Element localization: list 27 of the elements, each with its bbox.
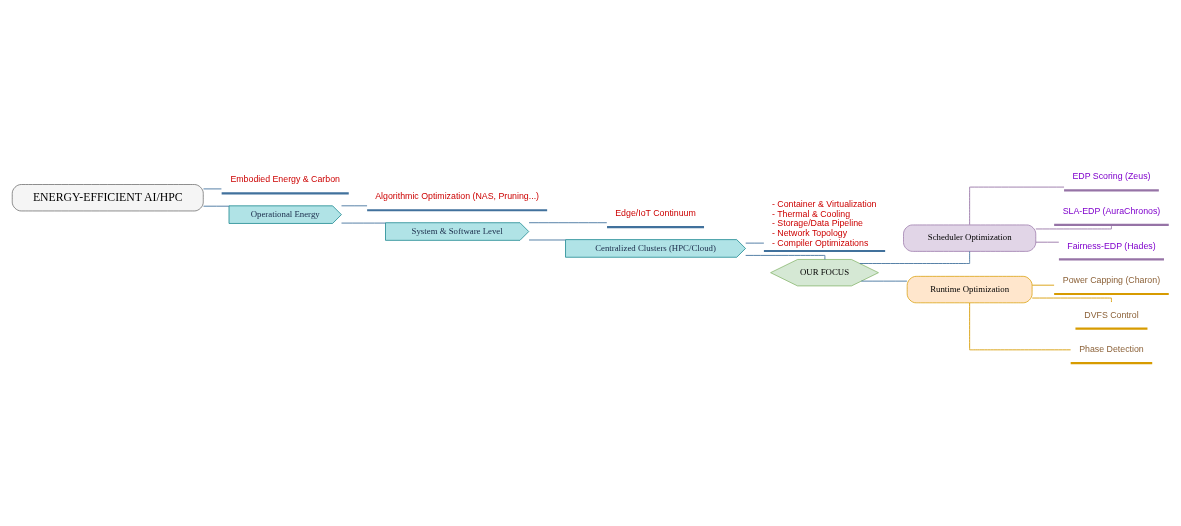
node-text: Power Capping (Charon) <box>1062 274 1161 285</box>
node-text: EDP Scoring (Zeus) <box>1072 170 1151 181</box>
node-text: Embodied Energy & Carbon <box>230 173 340 184</box>
node-text: SLA-EDP (AuraChronos) <box>1062 205 1161 216</box>
node-box: Scheduler Optimization <box>903 224 1037 252</box>
node-text: DVFS Control <box>1084 309 1139 320</box>
connector <box>203 205 230 207</box>
node-text: - Container & Virtualization - Thermal & Cooling - Storage/Data Pipeline - Network Topology - Compiler Optimizations <box>771 198 877 248</box>
connector <box>341 222 386 224</box>
node-text: Phase Detection <box>1079 343 1144 354</box>
node-text: Algorithmic Optimization (NAS, Pruning...) <box>375 190 540 201</box>
connector <box>745 254 826 260</box>
node-text: Edge/IoT Continuum <box>615 207 696 218</box>
node-box: ENERGY-EFFICIENT AI/HPC <box>11 183 204 211</box>
connector <box>341 204 368 206</box>
connector <box>1035 241 1060 243</box>
connector <box>745 242 765 244</box>
connector <box>860 280 908 282</box>
connector <box>969 302 1072 350</box>
node-box: Runtime Optimization <box>906 275 1033 303</box>
node-text: Fairness-EDP (Hades) <box>1067 240 1156 251</box>
connector <box>1031 284 1055 286</box>
connector <box>528 221 608 223</box>
connector <box>969 186 1065 225</box>
connector <box>528 239 566 240</box>
connector <box>1035 224 1112 229</box>
connector <box>1031 297 1112 302</box>
